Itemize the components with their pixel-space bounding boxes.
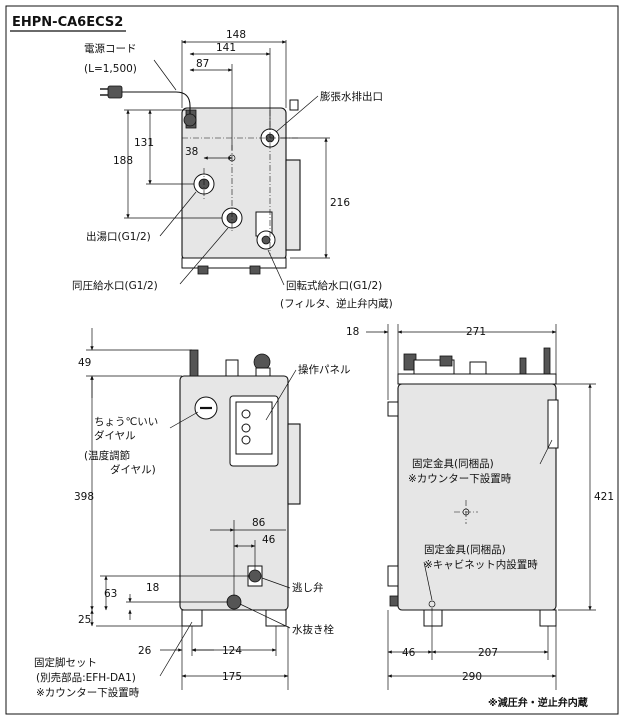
label-same-pressure-inlet: 同圧給水口(G1/2) (72, 279, 158, 292)
dim-175: 175 (222, 671, 242, 683)
rotary-inlet-core (261, 235, 271, 245)
dim-38: 38 (185, 146, 198, 158)
label-control-panel: 操作パネル (298, 363, 351, 376)
side-view-fitting (439, 355, 453, 367)
control-panel-button[interactable] (241, 435, 251, 445)
side-view-bracket (547, 399, 559, 449)
label-power-cord-length: (L=1,500) (84, 63, 137, 75)
dim-148: 148 (226, 29, 246, 41)
top-view-base (181, 257, 287, 269)
front-view-fitting (189, 349, 199, 377)
cord-connector (183, 113, 197, 127)
relief-valve-knob (248, 569, 262, 583)
dim-188: 188 (113, 155, 133, 167)
leader-line (423, 561, 433, 601)
dim-25: 25 (78, 614, 91, 626)
power-plug (107, 85, 123, 99)
dim-86: 86 (252, 517, 266, 529)
dim-87: 87 (196, 58, 209, 70)
side-view-top-plate (397, 373, 557, 385)
dim-290: 290 (462, 671, 482, 683)
drain-plug (226, 594, 242, 610)
leader-line (153, 59, 177, 91)
top-view-base-foot (249, 265, 261, 275)
leader-line (539, 439, 553, 465)
label-bracket-2: 固定金具(同梱品) (424, 543, 506, 556)
control-panel-button[interactable] (241, 423, 251, 433)
dim-18: 18 (146, 582, 159, 594)
label-rotary-inlet-note: (フィルタ、逆止弁内蔵) (280, 297, 393, 310)
side-view-fitting (543, 347, 551, 375)
model-title: EHPN-CA6ECS2 (12, 15, 123, 30)
label-leg-set-part: (別売部品:EFH-DA1) (36, 671, 136, 684)
dim-141: 141 (216, 42, 236, 54)
leader-line (179, 227, 229, 285)
top-view-fitting (289, 99, 299, 111)
label-temp-dial: ちょう℃いい (94, 416, 158, 428)
dim-207: 207 (478, 647, 498, 659)
label-hot-outlet: 出湯口(G1/2) (86, 230, 151, 243)
side-view-leg (539, 609, 557, 627)
bracket-mark (428, 600, 436, 608)
label-temp-dial: (温度調節 (84, 449, 130, 462)
leader-line (169, 411, 199, 429)
front-view-side-plate (287, 423, 301, 505)
leader-line (261, 577, 291, 589)
dim-271: 271 (466, 326, 486, 338)
dim-46: 46 (262, 534, 276, 546)
dim-131: 131 (134, 137, 154, 149)
label-bracket-2-note: ※キャビネット内設置時 (424, 558, 538, 571)
label-temp-dial: ダイヤル) (110, 463, 156, 476)
label-relief-valve: 逃し弁 (292, 581, 324, 594)
dim-18-side: 18 (346, 326, 359, 338)
dim-49: 49 (78, 357, 91, 369)
front-view-fitting (225, 359, 239, 377)
side-view-left-fitting (389, 595, 399, 607)
top-view-side-plate (285, 159, 301, 251)
leader-line (239, 603, 291, 629)
leader-line (275, 95, 319, 133)
dim-216: 216 (330, 197, 350, 209)
dim-63: 63 (104, 588, 117, 600)
side-view-body (397, 383, 557, 611)
dim-421: 421 (594, 491, 614, 503)
label-bracket-1-note: ※カウンター下設置時 (408, 472, 512, 485)
control-panel-button[interactable] (241, 409, 251, 419)
label-expansion-outlet: 膨張水排出口 (320, 90, 383, 103)
dim-26: 26 (138, 645, 152, 657)
label-drain-plug: 水抜き栓 (292, 623, 334, 636)
side-view-fitting (519, 357, 527, 375)
power-cord-line (120, 91, 191, 118)
front-view: 49 398 86 46 63 18 25 26 124 1 (34, 328, 351, 699)
dim-124: 124 (222, 645, 242, 657)
leader-line (267, 249, 285, 286)
dim-46-side: 46 (402, 647, 416, 659)
label-temp-dial: ダイヤル (94, 429, 136, 442)
label-bracket-1: 固定金具(同梱品) (412, 457, 494, 470)
side-view-left-fitting (387, 401, 399, 417)
footnote: ※減圧弁・逆止弁内蔵 (488, 696, 588, 709)
leader-line (159, 191, 197, 237)
label-power-cord: 電源コード (84, 42, 137, 55)
front-view-leg (181, 609, 203, 627)
top-view: 148 141 87 38 131 188 216 電源コード (L=1,500… (72, 29, 393, 310)
drawing-frame (5, 5, 619, 715)
top-view-base-foot (197, 265, 209, 275)
side-view: 18 271 421 46 207 290 固定金具(同梱品) ※カウンター下設… (346, 324, 614, 690)
front-view-fitting (255, 367, 271, 377)
label-leg-set: 固定脚セット (34, 656, 97, 669)
dim-398: 398 (74, 491, 94, 503)
label-leg-set-note: ※カウンター下設置時 (36, 686, 140, 699)
label-rotary-inlet: 回転式給水口(G1/2) (286, 279, 382, 292)
leader-line (265, 369, 297, 421)
side-view-left-fitting (387, 565, 399, 587)
side-view-leg (423, 609, 443, 627)
leader-line (159, 621, 193, 677)
control-panel-window (235, 401, 273, 455)
side-view-fitting (469, 361, 487, 375)
